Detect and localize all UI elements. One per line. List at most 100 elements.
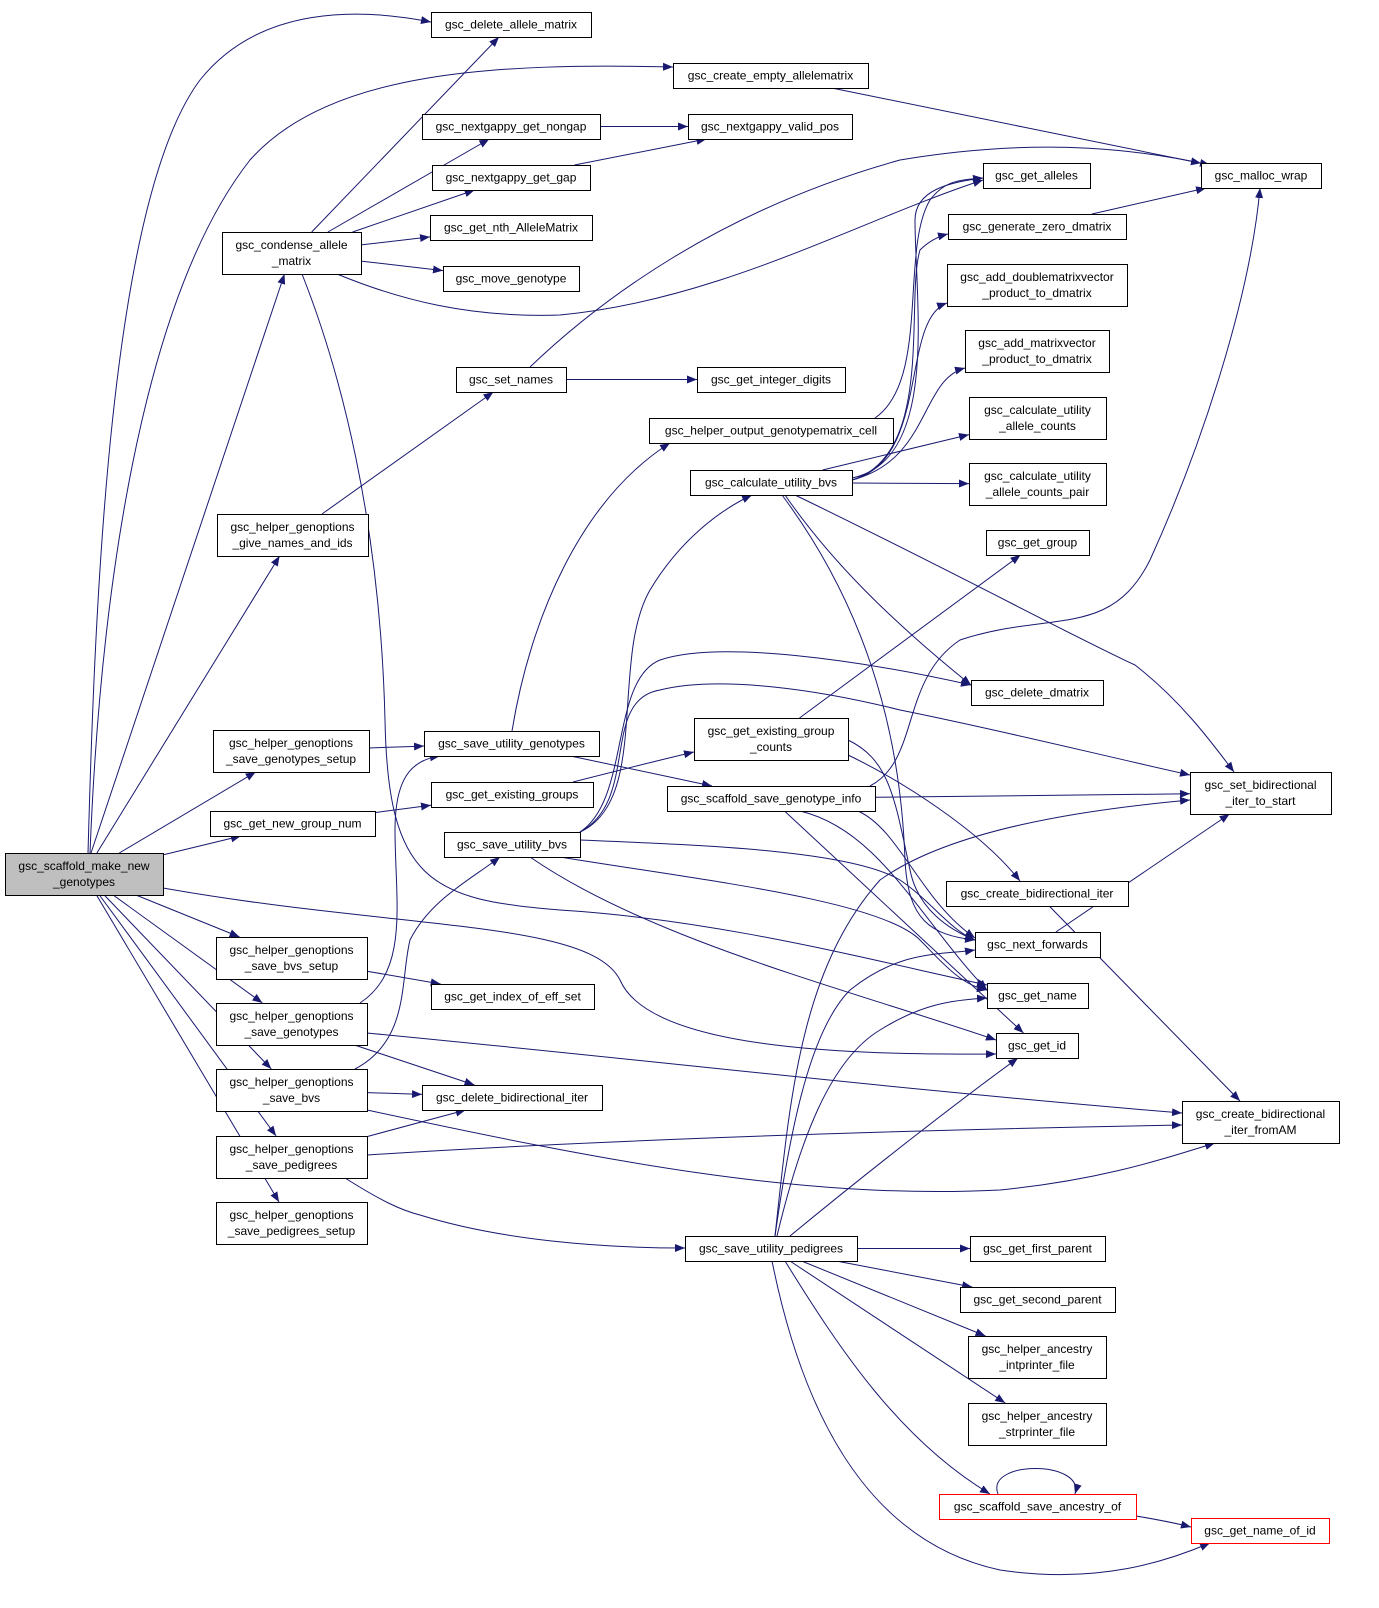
node-get-existing-group-counts[interactable]: gsc_get_existing_group_counts (694, 718, 849, 761)
node-delete-bidirectional-iter[interactable]: gsc_delete_bidirectional_iter (422, 1085, 603, 1111)
node-set-bidirectional-iter-to-start[interactable]: gsc_set_bidirectional_iter_to_start (1190, 772, 1332, 815)
node-label: gsc_set_bidirectional (1204, 778, 1316, 792)
node-label: gsc_helper_genoptions (230, 520, 354, 534)
node-label: gsc_helper_genoptions (229, 943, 353, 957)
edge-condense_allele_matrix-to-get_alleles (336, 179, 984, 316)
node-delete-allele-matrix[interactable]: gsc_delete_allele_matrix (431, 12, 592, 38)
node-add-matrixvector[interactable]: gsc_add_matrixvector_product_to_dmatrix (965, 330, 1110, 373)
edge-get_existing_groups-to-get_existing_group_counts (572, 750, 695, 783)
node-box (946, 881, 1129, 907)
edge-save_pedigrees-to-delete_bidirectional_iter (366, 1108, 466, 1138)
edge-save_genotypes-to-save_utility_genotypes (359, 753, 441, 1004)
node-get-new-group-num[interactable]: gsc_get_new_group_num (210, 811, 376, 837)
edge-save_bvs-to-save_utility_bvs (354, 856, 501, 1070)
node-get-name[interactable]: gsc_get_name (987, 983, 1089, 1009)
node-nextgappy-get-nongap[interactable]: gsc_nextgappy_get_nongap (422, 114, 601, 140)
node-get-existing-groups[interactable]: gsc_get_existing_groups (431, 782, 594, 808)
node-get-name-of-id[interactable]: gsc_get_name_of_id (1191, 1518, 1330, 1544)
edge-save_utility_bvs-to-next_forwards (579, 839, 976, 941)
edge-calc_utility_bvs-to-calc_utility_allele_counts (822, 433, 970, 471)
node-label: gsc_nextgappy_get_nongap (436, 120, 587, 134)
node-save-genotypes[interactable]: gsc_helper_genoptions_save_genotypes (216, 1003, 368, 1046)
node-label: gsc_calculate_utility_bvs (705, 476, 837, 490)
edge-get_existing_group_counts-to-next_forwards (847, 739, 976, 941)
node-scaffold-save-genotype-info[interactable]: gsc_scaffold_save_genotype_info (667, 786, 876, 812)
node-get-integer-digits[interactable]: gsc_get_integer_digits (697, 367, 846, 393)
node-save-genotypes-setup[interactable]: gsc_helper_genoptions_save_genotypes_set… (213, 730, 370, 773)
node-save-utility-genotypes[interactable]: gsc_save_utility_genotypes (424, 731, 600, 757)
node-label: gsc_get_new_group_num (223, 817, 361, 831)
node-calc-utility-allele-counts[interactable]: gsc_calculate_utility_allele_counts (969, 397, 1107, 440)
node-label: gsc_get_existing_groups (446, 788, 579, 802)
node-box (986, 530, 1090, 556)
node-helper-output-genotypematrix-cell[interactable]: gsc_helper_output_genotypematrix_cell (649, 418, 894, 444)
node-calc-utility-bvs[interactable]: gsc_calculate_utility_bvs (690, 470, 853, 496)
edge-save_utility_bvs-to-set_bidirectional_iter_to_start (579, 683, 1191, 833)
node-label: gsc_calculate_utility (984, 469, 1091, 483)
edge-calc_utility_bvs-to-next_forwards (781, 494, 976, 943)
node-get-nth-AlleleMatrix[interactable]: gsc_get_nth_AlleleMatrix (430, 215, 593, 241)
node-move-genotype[interactable]: gsc_move_genotype (443, 266, 580, 292)
node-label: gsc_get_index_of_eff_set (444, 990, 581, 1004)
node-label: gsc_scaffold_save_ancestry_of (954, 1500, 1122, 1514)
edge-generate_zero_dmatrix-to-malloc_wrap (1091, 186, 1207, 215)
node-box (1191, 1518, 1330, 1544)
node-label: gsc_helper_ancestry (982, 1409, 1093, 1423)
node-save-utility-pedigrees[interactable]: gsc_save_utility_pedigrees (685, 1236, 858, 1262)
node-box (424, 731, 600, 757)
node-get-id[interactable]: gsc_get_id (996, 1033, 1079, 1059)
node-save-utility-bvs[interactable]: gsc_save_utility_bvs (444, 832, 581, 858)
node-add-doublematrixvector[interactable]: gsc_add_doublematrixvector_product_to_dm… (947, 264, 1128, 307)
node-get-first-parent[interactable]: gsc_get_first_parent (970, 1236, 1106, 1262)
edge-save_utility_pedigrees-to-next_forwards (774, 947, 976, 1237)
edge-scaffold_save_genotype_info-to-malloc_wrap (869, 187, 1264, 787)
node-box (996, 1033, 1079, 1059)
edge-save_bvs-to-delete_bidirectional_iter (366, 1090, 423, 1099)
node-scaffold-save-ancestry-of[interactable]: gsc_scaffold_save_ancestry_of (939, 1494, 1137, 1520)
node-give-names-and-ids[interactable]: gsc_helper_genoptions_give_names_and_ids (217, 514, 369, 557)
node-box (216, 1136, 368, 1179)
node-label: _allele_counts_pair (985, 485, 1089, 499)
node-set-names[interactable]: gsc_set_names (456, 367, 567, 393)
node-get-group[interactable]: gsc_get_group (986, 530, 1090, 556)
edge-calc_utility_bvs-to-calc_utility_allele_counts_pair (851, 479, 970, 488)
node-create-bidirectional-iter[interactable]: gsc_create_bidirectional_iter (946, 881, 1129, 907)
node-get-alleles[interactable]: gsc_get_alleles (983, 163, 1091, 189)
edge-condense_allele_matrix-to-get_nth_AlleleMatrix (360, 234, 431, 246)
node-box (968, 1336, 1107, 1379)
node-ancestry-intprinter-file[interactable]: gsc_helper_ancestry_intprinter_file (968, 1336, 1107, 1379)
node-label: gsc_malloc_wrap (1215, 169, 1308, 183)
node-box (987, 983, 1089, 1009)
node-get-second-parent[interactable]: gsc_get_second_parent (960, 1287, 1116, 1313)
node-label: gsc_get_second_parent (973, 1293, 1102, 1307)
edge-get_new_group_num-to-get_existing_groups (374, 802, 432, 814)
node-save-pedigrees[interactable]: gsc_helper_genoptions_save_pedigrees (216, 1136, 368, 1179)
node-ancestry-strprinter-file[interactable]: gsc_helper_ancestry_strprinter_file (968, 1403, 1107, 1446)
node-label: gsc_create_bidirectional_iter (961, 887, 1114, 901)
edge-save_utility_bvs-to-delete_dmatrix (579, 651, 972, 833)
node-condense-allele-matrix[interactable]: gsc_condense_allele_matrix (222, 232, 362, 275)
node-save-bvs[interactable]: gsc_helper_genoptions_save_bvs (216, 1069, 368, 1112)
edge-scaffold_save_genotype_info-to-set_bidirectional_iter_to_start (874, 789, 1191, 798)
node-calc-utility-allele-counts-pair[interactable]: gsc_calculate_utility _allele_counts_pair (969, 463, 1107, 506)
node-label: gsc_add_matrixvector (978, 336, 1095, 350)
node-label: gsc_get_name (998, 989, 1077, 1003)
node-save-pedigrees-setup[interactable]: gsc_helper_genoptions_save_pedigrees_set… (216, 1202, 368, 1245)
edge-scaffold_save_genotype_info-to-next_forwards (857, 810, 976, 939)
node-box (690, 470, 853, 496)
node-get-index-of-eff-set[interactable]: gsc_get_index_of_eff_set (431, 984, 595, 1010)
node-generate-zero-dmatrix[interactable]: gsc_generate_zero_dmatrix (948, 214, 1127, 240)
node-nextgappy-valid-pos[interactable]: gsc_nextgappy_valid_pos (688, 114, 853, 140)
node-create-bidirectional-iter-fromAM[interactable]: gsc_create_bidirectional_iter_fromAM (1182, 1101, 1340, 1144)
node-root[interactable]: gsc_scaffold_make_new_genotypes (5, 853, 164, 896)
edge-calc_utility_bvs-to-generate_zero_dmatrix (851, 232, 949, 481)
node-box (960, 1287, 1116, 1313)
node-next-forwards[interactable]: gsc_next_forwards (975, 932, 1101, 958)
node-nextgappy-get-gap[interactable]: gsc_nextgappy_get_gap (432, 165, 591, 191)
node-malloc-wrap[interactable]: gsc_malloc_wrap (1201, 163, 1322, 189)
edge-save_utility_pedigrees-to-scaffold_save_ancestry_of (784, 1260, 991, 1495)
node-save-bvs-setup[interactable]: gsc_helper_genoptions_save_bvs_setup (216, 937, 368, 980)
node-create-empty-allelematrix[interactable]: gsc_create_empty_allelematrix (673, 63, 869, 89)
node-delete-dmatrix[interactable]: gsc_delete_dmatrix (971, 680, 1104, 706)
edge-scaffold_save_genotype_info-to-get_name (799, 810, 988, 991)
